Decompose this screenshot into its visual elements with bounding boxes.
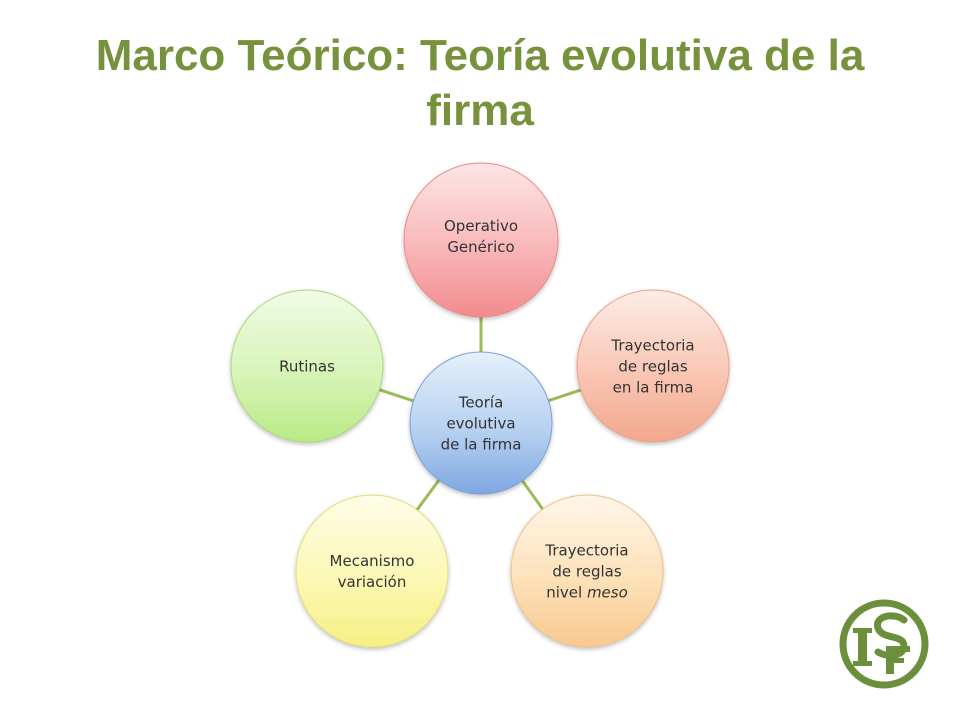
connector-trayectoria-firma (547, 388, 582, 403)
node-trayectoria-firma-circle (576, 289, 730, 443)
node-trayectoria-firma: Trayectoria de reglas en la firma (576, 289, 730, 443)
node-rutinas-label-line-1: Rutinas (279, 357, 335, 375)
connector-mecanismo (415, 479, 441, 511)
node-mecanismo-label-line-1: Mecanismo (330, 552, 415, 570)
slide-title: Marco Teórico: Teoría evolutiva de la fi… (95, 31, 865, 135)
node-trayectoria-firma-label-line-2: de reglas (618, 357, 687, 375)
node-operativo-label-line-2: Genérico (447, 238, 514, 256)
center-node-label-line-2: evolutiva (446, 414, 515, 432)
isf-logo (839, 599, 929, 689)
node-trayectoria-firma-label-line-3: en la firma (613, 378, 694, 396)
node-trayectoria-meso: Trayectoria de reglas nivel meso (510, 494, 664, 648)
center-node-circle (409, 351, 553, 495)
node-trayectoria-firma-label-line-1: Trayectoria (610, 336, 694, 354)
center-node: Teoría evolutiva de la firma (409, 351, 553, 495)
logo-letter-s (874, 612, 908, 659)
node-mecanismo-circle (295, 494, 449, 648)
node-operativo-circle (403, 162, 559, 318)
node-trayectoria-meso-label-line-2: de reglas (552, 562, 621, 580)
connector-rutinas (378, 388, 414, 403)
node-mecanismo: Mecanismo variación (295, 494, 449, 648)
node-rutinas: Rutinas (230, 289, 384, 443)
logo-ring (839, 599, 929, 689)
connector-trayectoria-meso (521, 479, 544, 511)
node-mecanismo-label-line-2: variación (338, 573, 407, 591)
center-node-label-line-3: de la firma (441, 435, 522, 453)
node-trayectoria-meso-label-line-3: nivel meso (546, 583, 628, 601)
node-trayectoria-meso-label-line-1: Trayectoria (544, 541, 628, 559)
node-operativo-label-line-1: Operativo (444, 217, 518, 235)
node-trayectoria-meso-circle (510, 494, 664, 648)
logo-letter-i (858, 630, 867, 664)
node-rutinas-circle (230, 289, 384, 443)
center-node-label-line-1: Teoría (458, 393, 504, 411)
